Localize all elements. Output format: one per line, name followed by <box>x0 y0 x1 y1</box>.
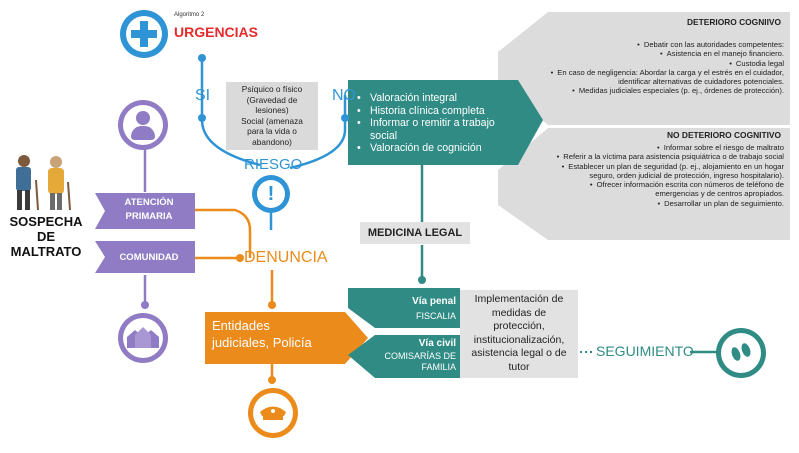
via-civil-title: Vía civil <box>418 338 456 349</box>
doctor-icon <box>118 100 168 150</box>
deterioro-item: Asistencia en el manejo financiero. <box>540 49 784 58</box>
atencion-primaria-box <box>95 193 195 229</box>
deterioro-list: Debatir con las autoridades competentes:… <box>540 40 784 96</box>
exclamation-icon: ! <box>252 175 290 213</box>
comunidad-label: COMUNIDAD <box>119 252 179 263</box>
elderly-couple-icon <box>16 155 71 211</box>
sospecha-title: SOSPECHA DE MALTRATO <box>9 214 83 259</box>
riesgo-detail-text: Psíquico o físico (Gravedad de lesiones)… <box>241 84 303 147</box>
no-deterioro-item: Referir a la víctima para asistencia psi… <box>546 152 784 161</box>
via-penal-title: Vía penal <box>412 296 456 307</box>
no-deterioro-title: NO DETERIORO COGNITIVO <box>667 130 781 140</box>
comunidad-box <box>95 241 195 273</box>
urgencias-label: URGENCIAS <box>174 24 259 40</box>
riesgo-label: RIESGO <box>244 156 303 173</box>
teal-item: Informar o remitir a trabajo social <box>356 117 516 142</box>
seguimiento-label: SEGUIMIENTO <box>596 343 694 359</box>
riesgo-detail-box <box>226 82 318 150</box>
teal-item: Historia clínica completa <box>356 105 516 118</box>
footprints-icon <box>716 328 766 378</box>
deterioro-item: Debatir con las autoridades competentes: <box>540 40 784 49</box>
algoritmo-label: Algoritmo 2 <box>174 12 205 18</box>
via-penal-shape <box>348 288 460 328</box>
medicina-legal-label: MEDICINA LEGAL <box>367 227 463 239</box>
police-cap-icon <box>248 388 298 438</box>
no-connector <box>289 95 347 170</box>
no-deterioro-item: Ofrecer información escrita con números … <box>546 180 784 199</box>
via-penal-sub: FISCALIA <box>415 311 456 321</box>
community-houses-icon <box>118 313 168 363</box>
deterioro-item: Custodia legal <box>540 59 784 68</box>
denuncia-label: DENUNCIA <box>244 249 328 266</box>
entidades-label: Entidades judiciales, Policía <box>212 318 312 350</box>
no-label: NO <box>332 87 356 104</box>
si-label: SI <box>195 87 211 104</box>
no-deterioro-item: Desarrollar un plan de seguimiento. <box>546 199 784 208</box>
no-deterioro-list: Informar sobre el riesgo de maltrato Ref… <box>546 143 784 208</box>
hospital-cross-icon <box>120 10 168 58</box>
atencion-primaria-label: ATENCIÓN PRIMARIA <box>124 197 174 222</box>
no-deterioro-item: Informar sobre el riesgo de maltrato <box>546 143 784 152</box>
teal-box-list: Valoración integral Historia clínica com… <box>356 92 516 155</box>
implementacion-box <box>460 290 578 378</box>
via-civil-shape <box>348 335 460 378</box>
deterioro-item: En caso de negligencia: Abordar la carga… <box>540 68 784 87</box>
primaria-to-denuncia <box>195 208 252 258</box>
deterioro-title: DETERIORO COGNIIVO <box>687 17 781 27</box>
deterioro-item: Medidas judiciales especiales (p. ej., ó… <box>540 86 784 95</box>
medicina-legal-box <box>360 222 470 244</box>
teal-item: Valoración de cognición <box>356 142 516 155</box>
entidades-shape <box>205 312 368 364</box>
teal-item: Valoración integral <box>356 92 516 105</box>
no-deterioro-item: Establecer un plan de seguridad (p. ej.,… <box>546 162 784 181</box>
implementacion-text: Implementación de medidas de protección,… <box>471 293 567 373</box>
via-civil-sub: COMISARÍAS DE FAMILIA <box>384 351 456 372</box>
